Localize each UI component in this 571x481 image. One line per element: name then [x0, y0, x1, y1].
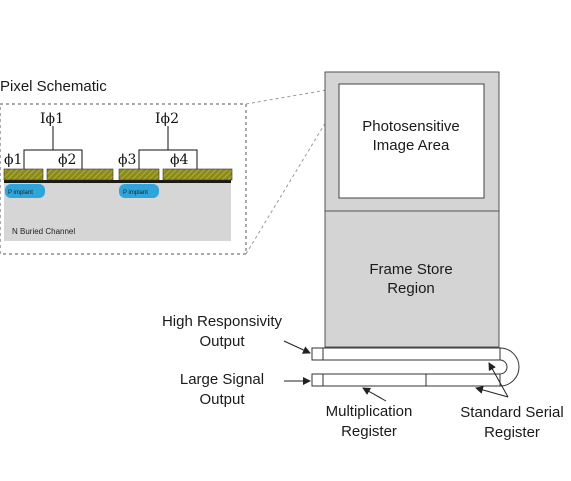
clock-label-1: Iϕ1 — [40, 111, 64, 127]
n-buried-channel-label: N Buried Channel — [12, 227, 75, 236]
photosensitive-image-area — [338, 83, 485, 199]
p-implant-label-1: P implant — [8, 190, 33, 196]
gate-phi4 — [162, 168, 233, 181]
gate-phi3 — [118, 168, 160, 181]
multiplication-label-line2: Register — [341, 423, 397, 440]
frame-store-label-line2: Region — [387, 280, 435, 297]
standard-serial-label-line2: Register — [484, 424, 540, 441]
phase-label-4: ϕ4 — [170, 152, 189, 168]
high-resp-label-line2: Output — [199, 333, 245, 350]
standard-pointer-2 — [475, 386, 509, 398]
p-implant-1 — [5, 184, 45, 198]
high-resp-label-line1: High Responsivity — [162, 313, 283, 330]
multiplication-pointer — [362, 387, 387, 402]
standard-pointer-1 — [488, 362, 509, 398]
clock-label-2: Iϕ2 — [155, 111, 179, 127]
image-area-label-line1: Photosensitive — [362, 118, 460, 135]
standard-serial-label-line1: Standard Serial — [460, 404, 563, 421]
multiplication-register-row — [311, 373, 501, 387]
oxide-layer — [4, 180, 231, 183]
image-area-label-line2: Image Area — [373, 137, 450, 154]
register-u-bend — [499, 347, 520, 387]
frame-store-region — [324, 210, 500, 348]
phase-label-1: ϕ1 — [4, 152, 22, 168]
large-signal-label-line2: Output — [199, 391, 245, 408]
p-implant-label-2: P implant — [123, 190, 148, 196]
high-resp-arrow — [283, 340, 311, 354]
gate-phi2 — [46, 168, 114, 181]
p-implant-2 — [119, 184, 159, 198]
phase-label-3: ϕ3 — [118, 152, 136, 168]
pixel-schematic-title: Pixel Schematic — [0, 78, 107, 95]
gate-phi1-left — [3, 168, 44, 181]
standard-serial-register — [311, 347, 501, 361]
large-signal-label-line1: Large Signal — [180, 371, 264, 388]
zoom-line-top — [245, 86, 345, 105]
multiplication-label-line1: Multiplication — [326, 403, 413, 420]
phase-label-2: ϕ2 — [58, 152, 76, 168]
pixel-schematic-frame — [0, 103, 247, 255]
frame-store-label-line1: Frame Store — [369, 261, 452, 278]
